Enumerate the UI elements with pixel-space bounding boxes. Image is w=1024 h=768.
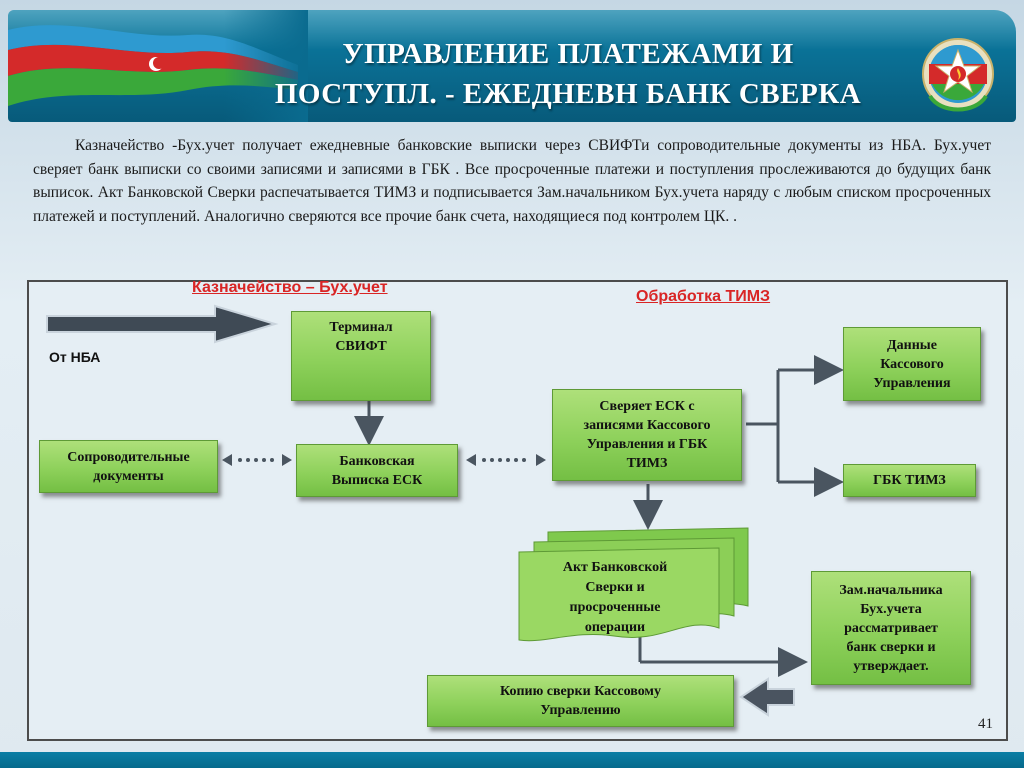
kassa-line-3: Управления [873, 375, 951, 391]
act-line-3: просроченные [569, 600, 661, 615]
act-line-2: Сверки и [585, 580, 645, 595]
swift-line-2: СВИФТ [335, 339, 387, 354]
label-from-nba: От НБА [49, 349, 101, 365]
header-band: УПРАВЛЕНИЕ ПЛАТЕЖАМИ И ПОСТУПЛ. - ЕЖЕДНЕ… [8, 10, 1016, 122]
deputy-line-5: утверждает. [853, 658, 929, 674]
box-copy-to-cash-management: Копию сверки Кассовому Управлению [427, 675, 734, 727]
deputy-line-4: банк сверки и [846, 639, 936, 655]
azerbaijan-flag-icon [8, 10, 308, 122]
box-swift-terminal: Терминал СВИФТ [291, 311, 431, 401]
description-paragraph: Казначейство -Бух.учет получает ежедневн… [33, 137, 991, 225]
arrow-act-to-deputy [638, 636, 808, 677]
dotted-link-docs-esk [222, 454, 292, 466]
docs-line-1: Сопроводительные [67, 449, 190, 465]
reconcile-line-4: ТИМЗ [626, 456, 668, 471]
dotted-link-esk-reconcile [466, 454, 546, 466]
box-cash-management-data: Данные Кассового Управления [843, 327, 981, 401]
kassa-line-2: Кассового [880, 356, 944, 372]
page-number: 41 [978, 716, 993, 732]
reconcile-line-2: записями Кассового [583, 418, 711, 433]
docs-line-2: документы [93, 468, 164, 484]
act-document-text: Акт Банковской Сверки и просроченные опе… [535, 558, 695, 638]
state-emblem-icon [922, 38, 994, 112]
page-title: УПРАВЛЕНИЕ ПЛАТЕЖАМИ И ПОСТУПЛ. - ЕЖЕДНЕ… [238, 34, 898, 114]
kassa-line-1: Данные [887, 337, 937, 353]
box-gbk-timz: ГБК ТИМЗ [843, 464, 976, 497]
copy-line-2: Управлению [540, 703, 621, 718]
deputy-line-3: рассматривает [844, 620, 938, 636]
section-label-timz: Обработка ТИМЗ [636, 288, 771, 305]
act-document-stack [518, 527, 749, 642]
act-line-1: Акт Банковской [562, 560, 668, 575]
big-arrow-copy-return [739, 677, 795, 717]
footer-bar [0, 752, 1024, 768]
copy-line-1: Копию сверки Кассовому [500, 684, 661, 699]
reconcile-line-1: Сверяет ЕСК с [599, 399, 695, 414]
big-arrow-from-nba [46, 304, 279, 344]
esk-line-1: Банковская [339, 453, 415, 469]
deputy-line-1: Зам.начальника [839, 582, 943, 598]
box-deputy-head-approval: Зам.начальника Бух.учета рассматривает б… [811, 571, 971, 685]
bracket-reconcile-outputs [746, 355, 844, 497]
box-bank-statement-esk: Банковская Выписка ЕСК [296, 444, 458, 497]
act-line-4: операции [584, 620, 646, 635]
swift-line-1: Терминал [329, 320, 393, 335]
title-line-2: ПОСТУПЛ. - ЕЖЕДНЕВН БАНК СВЕРКА [274, 78, 862, 110]
box-reconcile-esk: Сверяет ЕСК с записями Кассового Управле… [552, 389, 742, 481]
section-label-treasury: Казначейство – Бух.учет [192, 279, 388, 296]
deputy-line-2: Бух.учета [860, 601, 922, 617]
title-line-1: УПРАВЛЕНИЕ ПЛАТЕЖАМИ И [342, 38, 794, 70]
box-accompanying-documents: Сопроводительные документы [39, 440, 218, 493]
esk-line-2: Выписка ЕСК [331, 472, 423, 488]
reconcile-line-3: Управления и ГБК [586, 437, 708, 452]
gbk-label: ГБК ТИМЗ [873, 473, 946, 488]
